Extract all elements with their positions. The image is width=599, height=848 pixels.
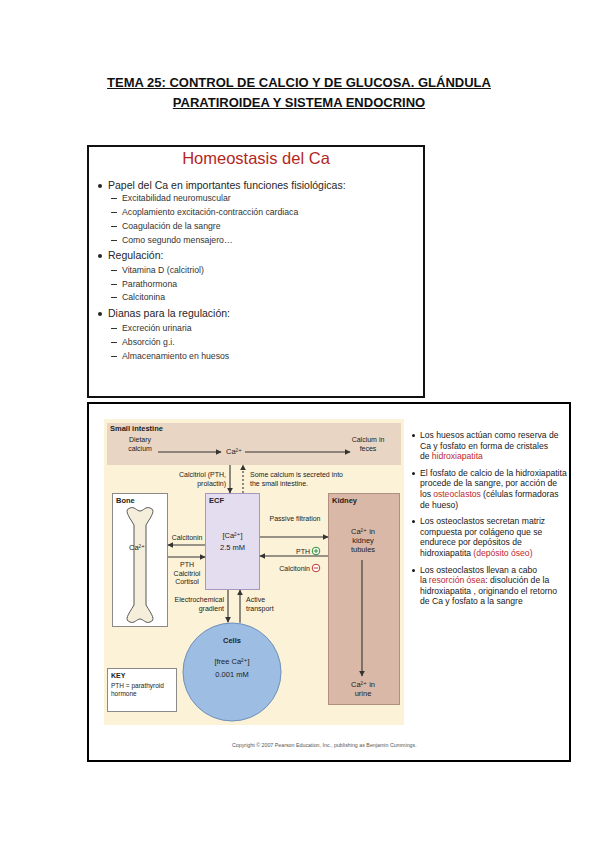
arrow-connector	[239, 590, 240, 623]
slide-box: Small intestineDietary calciumCa²⁺ Calciu…	[87, 402, 571, 762]
box-text: Ca²⁺ in kidney tubules	[345, 527, 381, 554]
arrow-label: Active transport	[246, 596, 288, 613]
sub-bullet-text: Vitamina D (calcitriol)	[122, 265, 412, 275]
concentration-text: 0.001 mM	[182, 671, 282, 680]
concentration-text: 2.5 mM	[206, 544, 259, 553]
cells-shape	[183, 623, 281, 721]
sub-bullet-text: Excreción urinaria	[122, 323, 412, 333]
stimulate-symbol	[312, 547, 320, 555]
arrow-connector	[229, 465, 230, 493]
legend-text: PTH = parathyroid hormone	[111, 682, 175, 698]
diagram-panel	[104, 419, 404, 725]
bullet-paragraph: Los osteoclastos llevan a cabo laresorci…	[420, 565, 568, 607]
box-heading: Bone	[116, 497, 135, 506]
arrow-label: Electrochemical gradient	[156, 596, 224, 613]
legend-heading: KEY	[111, 672, 125, 680]
slide-box: Homeostasis del Ca Papel del Ca en import…	[87, 145, 425, 398]
kidney-box: KidneyCa²⁺ in kidney tubulesCa²⁺ in urin…	[328, 493, 400, 705]
ion-label: Ca²⁺	[226, 448, 242, 457]
bullet-column: Los huesos actúan como reserva de Ca y f…	[420, 430, 568, 613]
arrow-connector	[260, 536, 328, 537]
box-heading: Kidney	[332, 497, 357, 506]
bullet-paragraph: Los huesos actúan como reserva de Ca y f…	[420, 430, 568, 462]
arrow-label: Passive filtration	[263, 515, 327, 524]
sub-bullet-text: Como segundo mensajero…	[122, 235, 412, 245]
highlight-term: osteoclastos	[433, 489, 481, 499]
arrow-connector	[227, 590, 228, 622]
arrow-label: Some calcium is secreted into the small …	[250, 471, 346, 488]
box-text: Ca²⁺ in urine	[345, 680, 381, 698]
sub-bullet-text: Coagulación de la sangre	[122, 221, 412, 231]
arrow-label: PTH Calcitriol Cortisol	[169, 561, 205, 587]
slide-heading: Homeostasis del Ca	[89, 149, 423, 168]
inhibit-symbol	[314, 568, 318, 569]
highlight-term: (depósito óseo)	[473, 548, 532, 558]
sub-bullet-text: Parathormona	[122, 279, 412, 289]
bullet-text: Regulación:	[108, 249, 413, 261]
inhibit-symbol	[312, 564, 320, 572]
copyright-note: Copyright © 2007 Pearson Education, Inc.…	[232, 742, 417, 748]
sub-bullet-text: Almacenamiento en huesos	[122, 351, 412, 361]
sub-bullet-text: Calcitonina	[122, 292, 412, 302]
sub-bullet-text: Absorción g.i.	[122, 337, 412, 347]
arrow-label: Calcitonin	[169, 534, 205, 543]
arrow-connector	[260, 555, 328, 556]
box-text: Calcium in feces	[345, 436, 391, 453]
bullet-paragraph: Los osteoclastos secretan matriz compues…	[420, 516, 568, 558]
bone-box: BoneCa²⁺	[112, 493, 168, 627]
concentration-text: [free Ca²⁺]	[182, 658, 282, 667]
highlight-term: resorción ósea	[429, 575, 485, 585]
sub-bullet-text: Acoplamiento excitación-contracción card…	[122, 207, 412, 217]
arrow-label: Calcitriol (PTH, prolactin)	[160, 471, 226, 488]
bullet-text: Dianas para la regulación:	[108, 307, 413, 319]
highlight-term: hidroxiapatita	[432, 451, 483, 461]
box-heading: Small intestine	[110, 425, 163, 434]
ecf-box: ECF [Ca²⁺] 2.5 mM	[205, 493, 260, 590]
sub-bullet-text: Excitabilidad neuromuscular	[122, 193, 412, 203]
key-box: KEY PTH = parathyroid hormone	[107, 668, 177, 712]
intestine-band: Small intestineDietary calciumCa²⁺ Calciu…	[107, 423, 401, 465]
stimulate-symbol	[314, 549, 318, 553]
concentration-text: [Ca²⁺]	[206, 532, 259, 541]
cells-circle: Cells [free Ca²⁺] 0.001 mM	[182, 622, 282, 722]
arrow-connector	[242, 465, 243, 493]
document-title: TEMA 25: CONTROL DE CALCIO Y DE GLUCOSA.…	[89, 73, 509, 113]
box-heading: Cells	[182, 637, 282, 646]
arrow-connector	[168, 556, 205, 557]
bullet-text: Papel del Ca en importantes funciones fi…	[108, 179, 413, 191]
bullet-paragraph: El fosfato de calcio de la hidroxiapatit…	[420, 468, 568, 510]
arrow-connector	[168, 544, 205, 545]
box-heading: ECF	[209, 497, 224, 506]
arrow-label: PTH Calcitonin	[266, 543, 310, 577]
ion-label: Ca²⁺	[129, 544, 145, 553]
box-text: Dietary calcium	[118, 436, 162, 453]
